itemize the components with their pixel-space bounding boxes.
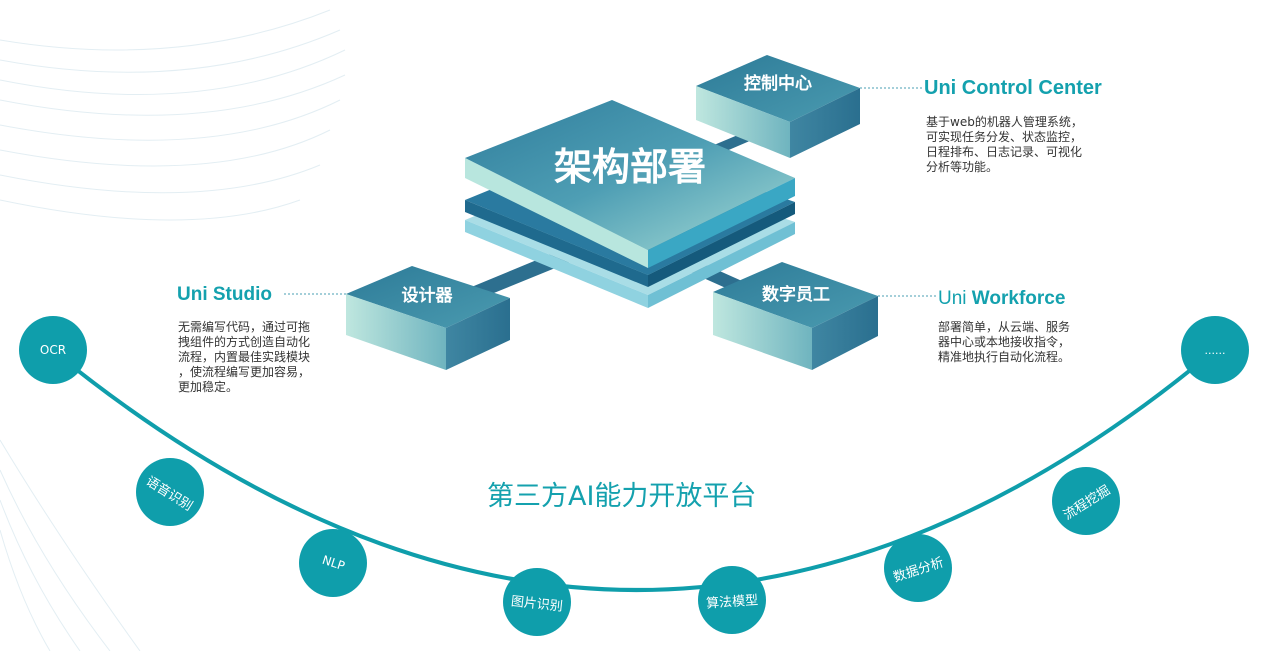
control-center-box-label: 控制中心 [744, 73, 812, 94]
workforce-description: 部署简单，从云端、服务 器中心或本地接收指令， 精准地执行自动化流程。 [938, 320, 1071, 364]
capability-node-ocr[interactable]: OCR [19, 316, 87, 384]
capability-label: OCR [39, 343, 67, 357]
capability-label: 算法模型 [705, 592, 759, 612]
workforce-title-prefix: Uni [938, 288, 972, 309]
control-center-description: 基于web的机器人管理系统， 可实现任务分发、状态监控， 日程排布、日志记录、可… [926, 115, 1083, 174]
platform-top [465, 100, 795, 250]
workforce-box [713, 262, 878, 370]
designer-box [346, 266, 510, 370]
workforce-box-label: 数字员工 [762, 284, 830, 305]
capability-node-analysis[interactable]: 数据分析 [884, 534, 952, 602]
studio-title: Uni Studio [177, 284, 272, 305]
capability-node-algorithm[interactable]: 算法模型 [698, 566, 766, 634]
capability-label: 语音识别 [142, 473, 195, 514]
workforce-title: Uni Workforce [938, 288, 1065, 310]
capability-label: ...... [1204, 343, 1226, 357]
capability-label: 数据分析 [891, 554, 946, 586]
capability-label: NLP [319, 552, 347, 574]
studio-description: 无需编写代码，通过可拖 拽组件的方式创造自动化 流程，内置最佳实践模块 ，使流程… [178, 320, 311, 394]
capability-node-process-mining[interactable]: 流程挖掘 [1052, 467, 1120, 535]
capability-node-more[interactable]: ...... [1181, 316, 1249, 384]
control-center-title: Uni Control Center [924, 77, 1102, 99]
designer-box-label: 设计器 [402, 285, 454, 306]
capability-label: 流程挖掘 [1061, 482, 1114, 523]
capability-node-image[interactable]: 图片识别 [503, 568, 571, 636]
platform-title: 第三方AI能力开放平台 [487, 481, 757, 512]
capability-node-speech[interactable]: 语音识别 [136, 458, 204, 526]
workforce-title-main: Workforce [971, 288, 1066, 309]
control-center-box [696, 55, 860, 158]
center-label: 架构部署 [554, 145, 706, 189]
capability-node-nlp[interactable]: NLP [299, 529, 367, 597]
capability-label: 图片识别 [510, 593, 564, 615]
capability-arc [50, 348, 1217, 592]
